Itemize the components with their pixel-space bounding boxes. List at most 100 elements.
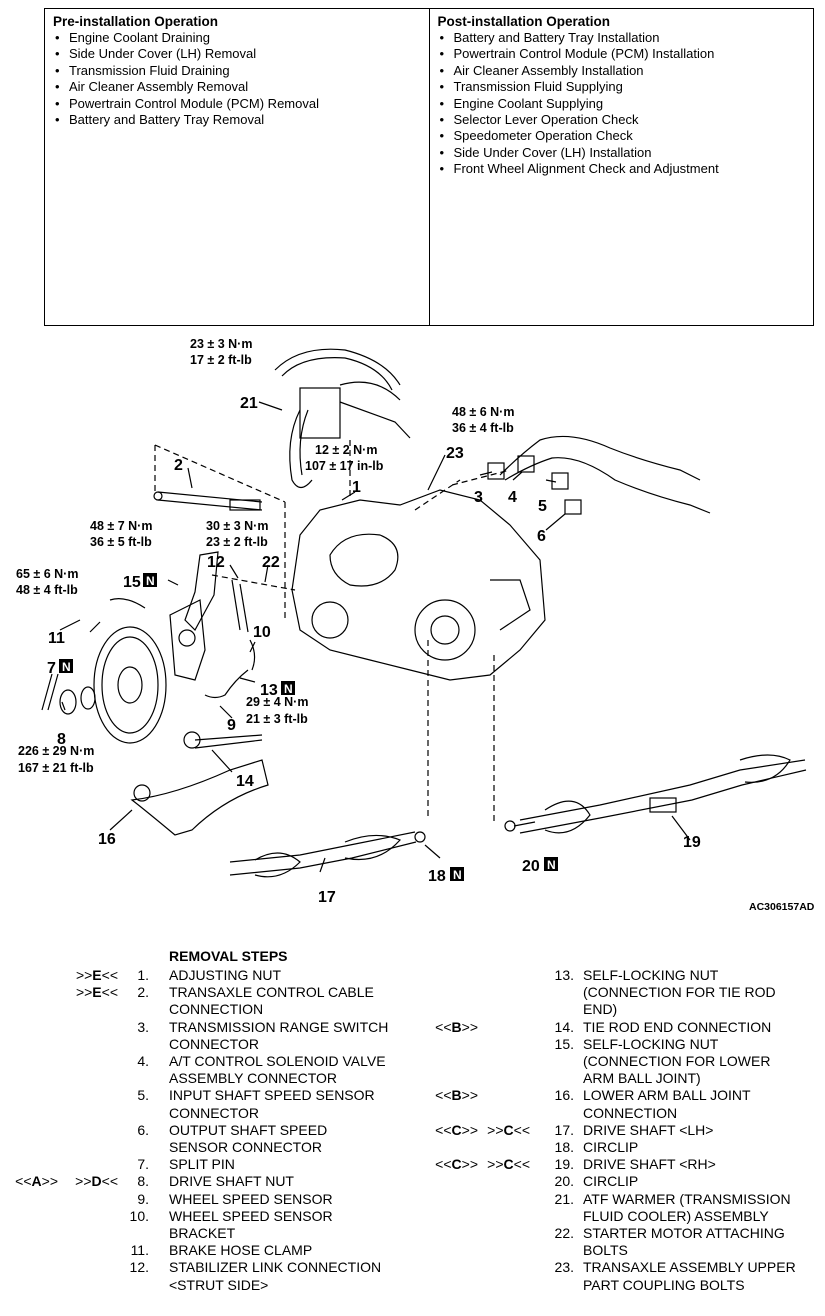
callout-2: 2 <box>174 457 183 474</box>
callout-5: 5 <box>538 498 547 515</box>
step-text-line: ADJUSTING NUT <box>169 967 281 983</box>
step-text-line: SELF-LOCKING NUT <box>583 967 719 983</box>
step-text-line: LOWER ARM BALL JOINT <box>583 1087 751 1104</box>
step-number: 12. <box>129 1259 149 1276</box>
step-text-line: STARTER MOTOR ATTACHING <box>583 1225 785 1241</box>
callout-14: 14 <box>236 773 254 790</box>
diagram-labels: 23 ± 3 N·m 17 ± 2 ft-lb 12 ± 2 N·m 107 ±… <box>16 337 815 913</box>
operations-table: Pre-installation Operation Engine Coolan… <box>44 8 814 326</box>
step-text-line: CONNECTOR <box>169 1104 259 1121</box>
step-number: 15. <box>554 1035 574 1052</box>
step-tag-after: >>C<< <box>487 1121 530 1138</box>
step-text-line: (CONNECTION FOR TIE ROD <box>583 984 776 1001</box>
step-number: 18. <box>554 1139 574 1155</box>
callout-10: 10 <box>253 624 271 641</box>
removal-steps-title: REMOVAL STEPS <box>169 948 288 964</box>
step-text-line: DRIVE SHAFT <RH> <box>583 1156 716 1173</box>
step-number: 10. <box>129 1207 149 1224</box>
step-text-line: CIRCLIP <box>583 1139 639 1155</box>
list-item: Powertrain Control Module (PCM) Installa… <box>438 46 806 63</box>
removal-steps: REMOVAL STEPS >>E<<1.ADJUSTING NUT>>E<<2… <box>0 948 825 1316</box>
list-item: Battery and Battery Tray Installation <box>438 30 806 47</box>
step-number: 3. <box>137 1018 149 1035</box>
callout-6: 6 <box>537 528 546 545</box>
step-tag-before: <<C>> <box>435 1156 478 1173</box>
step-text-line: CONNECTION <box>583 1104 678 1121</box>
post-installation-list: Battery and Battery Tray Installation Po… <box>438 30 806 178</box>
step-text-line: TIE ROD END CONNECTION <box>583 1018 772 1035</box>
callout-22: 22 <box>262 554 280 571</box>
new-part-mark-18: N <box>450 867 464 882</box>
torque-t5-ft: 23 ± 2 ft-lb <box>206 535 268 549</box>
step-text-line: ARM BALL JOINT) <box>583 1070 701 1087</box>
step-text-line: SENSOR CONNECTOR <box>169 1139 322 1155</box>
callout-8: 8 <box>57 731 66 748</box>
pre-installation-column: Pre-installation Operation Engine Coolan… <box>45 9 429 325</box>
svg-text:N: N <box>146 574 155 588</box>
torque-t3-ft: 36 ± 4 ft-lb <box>452 421 514 435</box>
step-text-line: ASSEMBLY CONNECTOR <box>169 1070 338 1087</box>
step-number: 19. <box>554 1156 574 1173</box>
step-text-line: OUTPUT SHAFT SPEED <box>169 1121 328 1138</box>
step-text-line: BOLTS <box>583 1242 628 1259</box>
callout-19: 19 <box>683 834 701 851</box>
torque-t1-nm: 23 ± 3 N·m <box>190 337 252 351</box>
torque-t8-ft: 167 ± 21 ft-lb <box>18 761 94 775</box>
step-number: 21. <box>554 1190 574 1207</box>
step-number: 7. <box>137 1156 149 1173</box>
step-text-line: BRAKE HOSE CLAMP <box>169 1242 313 1259</box>
step-text-line: FLUID COOLER) ASSEMBLY <box>583 1207 769 1224</box>
new-part-mark-7: N <box>59 659 73 674</box>
list-item: Air Cleaner Assembly Installation <box>438 63 806 80</box>
step-number: 14. <box>554 1018 574 1035</box>
callout-18: 18 <box>428 868 446 885</box>
svg-text:N: N <box>62 660 71 674</box>
diagram-linework <box>41 348 807 878</box>
callout-21: 21 <box>240 395 258 412</box>
callout-20: 20 <box>522 858 540 875</box>
step-number: 1. <box>137 967 149 983</box>
transaxle-exploded-diagram: 23 ± 3 N·m 17 ± 2 ft-lb 12 ± 2 N·m 107 ±… <box>16 337 815 913</box>
step-text-line: SELF-LOCKING NUT <box>583 1035 719 1052</box>
pre-installation-heading: Pre-installation Operation <box>53 14 219 29</box>
figure-code: AC306157AD <box>749 901 815 913</box>
svg-text:N: N <box>453 868 462 882</box>
step-number: 17. <box>554 1121 574 1138</box>
step-number: 5. <box>137 1087 149 1104</box>
step-text: STABILIZER LINK CONNECTION<STRUT SIDE> <box>169 1259 381 1293</box>
torque-t7-nm: 29 ± 4 N·m <box>246 695 308 709</box>
callout-15: 15 <box>123 574 141 591</box>
step-text-line: STABILIZER LINK CONNECTION <box>169 1259 382 1276</box>
list-item: Powertrain Control Module (PCM) Removal <box>53 96 421 113</box>
step-number: 2. <box>137 984 149 1001</box>
step-text-line: DRIVE SHAFT NUT <box>169 1173 294 1190</box>
list-item: Engine Coolant Draining <box>53 30 421 47</box>
step-text-line: SPLIT PIN <box>169 1156 235 1173</box>
step-text-line: TRANSAXLE CONTROL CABLE <box>169 984 374 1001</box>
post-installation-column: Post-installation Operation Battery and … <box>428 9 814 325</box>
torque-t4-ft: 36 ± 5 ft-lb <box>90 535 152 549</box>
torque-t8-nm: 226 ± 29 N·m <box>18 744 94 758</box>
step-number: 11. <box>130 1242 149 1259</box>
list-item: Engine Coolant Supplying <box>438 96 806 113</box>
list-item: Side Under Cover (LH) Installation <box>438 145 806 162</box>
torque-t2-nm: 12 ± 2 N·m <box>315 443 377 457</box>
new-part-mark-13: N <box>281 681 295 696</box>
callout-7: 7 <box>47 660 56 677</box>
step-text: WHEEL SPEED SENSOR <box>169 1191 333 1208</box>
new-part-mark-15: N <box>143 573 157 588</box>
new-part-mark-20: N <box>544 857 558 872</box>
step-text-line: INPUT SHAFT SPEED SENSOR <box>169 1087 375 1104</box>
torque-t6-ft: 48 ± 4 ft-lb <box>16 583 78 597</box>
callout-23: 23 <box>446 445 464 462</box>
callout-16: 16 <box>98 831 116 848</box>
step-text: TIE ROD END CONNECTION <box>583 1019 771 1036</box>
